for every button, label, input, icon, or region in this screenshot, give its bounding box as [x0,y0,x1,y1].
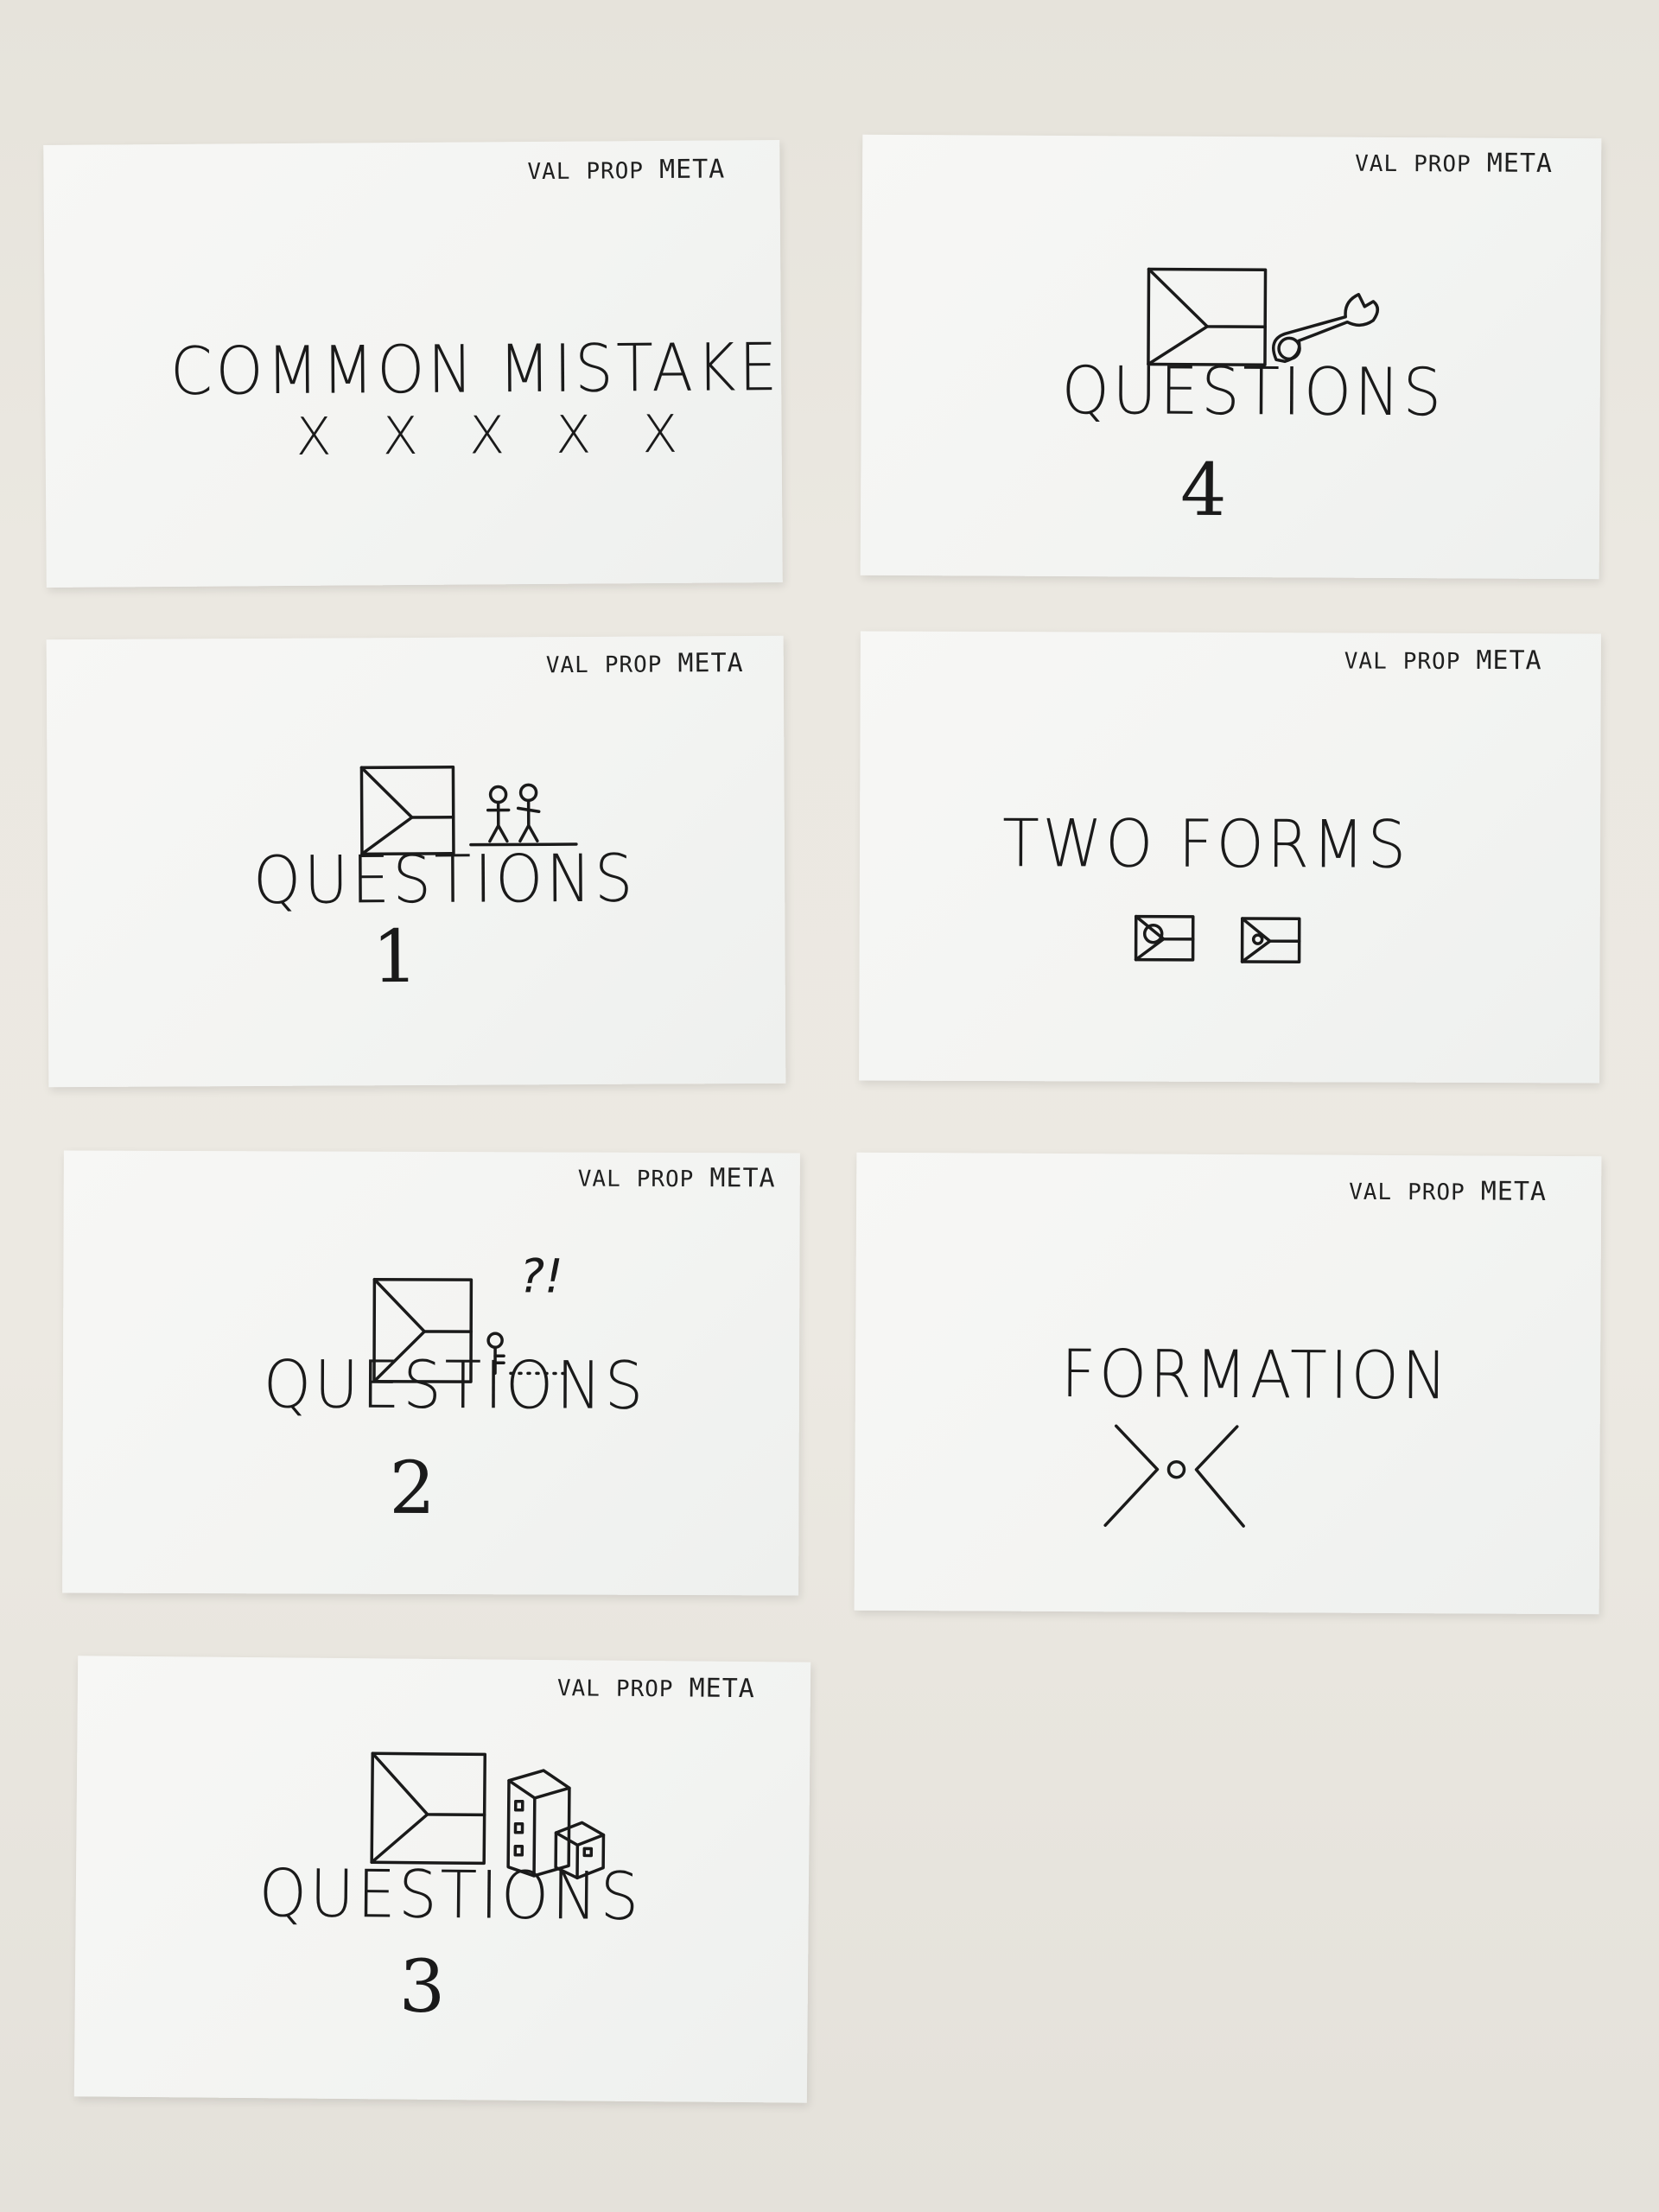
card-questions-1: VAL PROP META QUESTIONS 1 [46,635,786,1088]
tag-prop: PROP [586,158,645,185]
tag-val: VAL [556,1675,601,1702]
card-title: QUESTIONS [263,1345,647,1424]
card-number: 2 [389,1445,436,1531]
card-questions-2: VAL PROP META ?! QUESTIONS 2 [62,1150,800,1596]
card-title: QUESTIONS [258,1854,643,1936]
tag-val: VAL [1355,150,1399,178]
card-tag: VAL PROP META [527,154,725,186]
tag-meta: META [677,648,744,679]
card-title: TWO FORMS [1001,804,1409,883]
card-tag: VAL PROP META [1349,1176,1547,1207]
tag-val: VAL [1344,648,1388,675]
form-people-drawing [359,766,578,856]
card-questions-4: VAL PROP META QUESTIONS 4 [860,134,1602,580]
card-tag: VAL PROP META [1344,645,1542,676]
card-number: 4 [1179,447,1227,532]
card-title: QUESTIONS [1061,351,1445,431]
card-tag: VAL PROP META [1355,148,1553,179]
card-two-forms: VAL PROP META TWO FORMS [859,631,1601,1084]
tag-prop: PROP [636,1166,695,1193]
tag-prop: PROP [1408,1179,1465,1206]
tag-val: VAL [1349,1179,1393,1205]
card-tag: VAL PROP META [577,1163,776,1194]
tag-prop: PROP [1414,151,1471,178]
tag-meta: META [1480,1176,1548,1207]
tag-val: VAL [545,652,589,679]
tag-val: VAL [527,158,571,186]
card-title: FORMATION [1060,1334,1451,1414]
two-forms-icons [1134,914,1301,964]
tag-val: VAL [577,1166,621,1192]
form-buildings-drawing [370,1751,606,1880]
card-number: 3 [398,1943,446,2030]
card-number: 1 [372,913,419,1000]
form-confused-person-drawing [372,1278,566,1383]
tag-meta: META [1486,148,1554,179]
tag-prop: PROP [615,1675,674,1703]
question-exclaim-marks: ?! [519,1249,563,1304]
tag-prop: PROP [1402,648,1461,675]
tag-meta: META [658,154,726,186]
card-questions-3: VAL PROP META QUESTIONS 3 [73,1656,811,2103]
tag-meta: META [689,1673,755,1705]
card-title: QUESTIONS [252,839,637,918]
tag-meta: META [709,1163,776,1194]
mistake-marks: X X X X X [296,404,696,467]
card-title: COMMON MISTAKES [169,327,783,410]
tag-prop: PROP [604,652,663,678]
card-tag: VAL PROP META [557,1672,755,1704]
card-formation: VAL PROP META FORMATION [854,1152,1602,1615]
card-common-mistakes: VAL PROP META COMMON MISTAKES X X X X X [43,140,783,588]
formation-symbol [1103,1424,1245,1528]
form-wrench-drawing [1147,267,1380,366]
tag-meta: META [1476,645,1542,677]
card-tag: VAL PROP META [546,648,744,679]
